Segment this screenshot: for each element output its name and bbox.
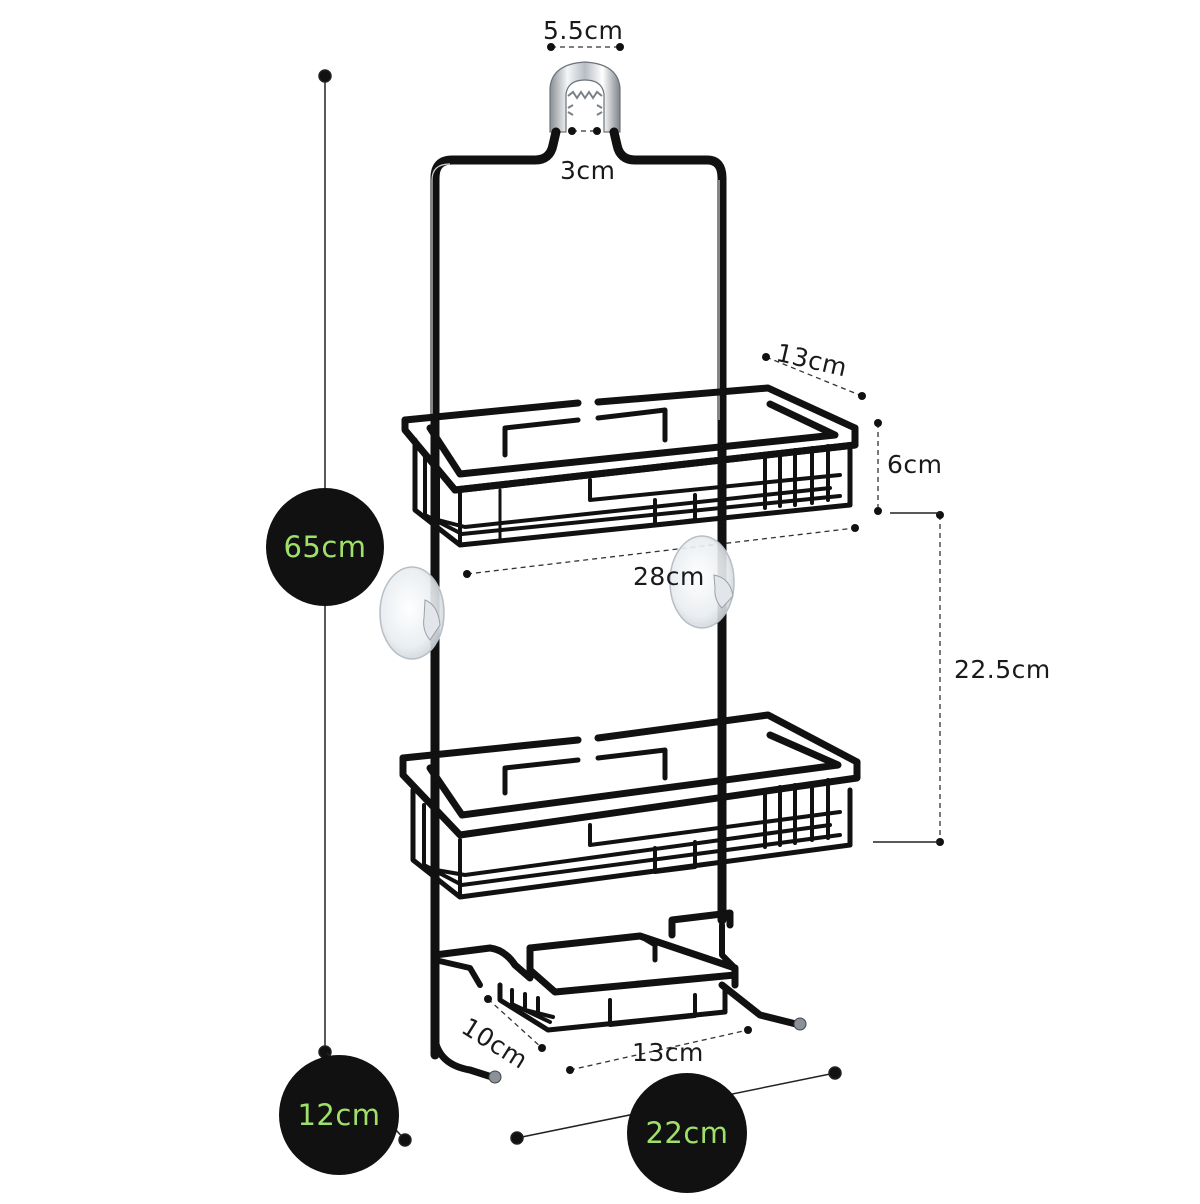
hook-outer-width-label: 5.5cm (543, 16, 624, 45)
width-badge: 22cm (627, 1073, 747, 1193)
extension-lines (873, 512, 940, 843)
rack-frame (430, 127, 727, 1060)
dimension-end-dots (463, 43, 944, 1074)
basket-width-label: 28cm (633, 562, 705, 591)
chrome-hook (549, 61, 621, 133)
width-value: 22cm (645, 1116, 729, 1150)
total-height-badge: 65cm (266, 488, 384, 606)
hook-caps (488, 1017, 807, 1084)
frame-highlights (431, 163, 720, 420)
middle-basket (399, 711, 861, 900)
dashed-dimension-lines (466, 46, 941, 1071)
total-height-value: 65cm (283, 530, 367, 564)
soap-dish-width-label: 13cm (632, 1038, 704, 1067)
basket-height-label: 6cm (887, 450, 943, 479)
top-basket (401, 384, 859, 548)
depth-value: 12cm (297, 1098, 381, 1132)
suction-cups (379, 535, 735, 660)
hook-inner-width-label: 3cm (560, 156, 616, 185)
bottom-soap-dish (431, 909, 804, 1082)
depth-badge: 12cm (279, 1055, 399, 1175)
shelf-spacing-label: 22.5cm (954, 655, 1051, 684)
